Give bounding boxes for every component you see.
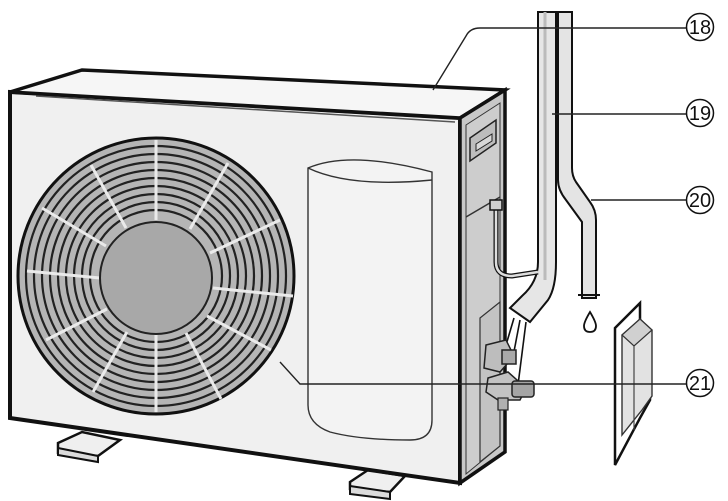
callout-20: 20: [685, 185, 715, 215]
callout-18: 18: [685, 12, 715, 42]
service-valves: [483, 339, 535, 411]
svg-text:20: 20: [689, 190, 711, 212]
leader-line-21: [279, 361, 686, 385]
refrigerant-pipe: [489, 11, 557, 386]
front-panel-recess: [307, 159, 433, 441]
fan-grille: [16, 136, 296, 416]
mounting-foot-right: [348, 468, 408, 501]
svg-text:18: 18: [689, 17, 711, 39]
mounting-foot-left: [56, 430, 124, 464]
svg-text:21: 21: [689, 373, 711, 395]
callout-21: 21: [685, 368, 715, 398]
leader-line-18: [432, 27, 686, 91]
water-drop: [583, 310, 597, 333]
fan-hub: [99, 221, 213, 335]
drain-hose: [557, 11, 600, 299]
side-panel: [458, 86, 507, 487]
callout-19: 19: [685, 98, 715, 128]
svg-text:19: 19: [689, 103, 711, 125]
